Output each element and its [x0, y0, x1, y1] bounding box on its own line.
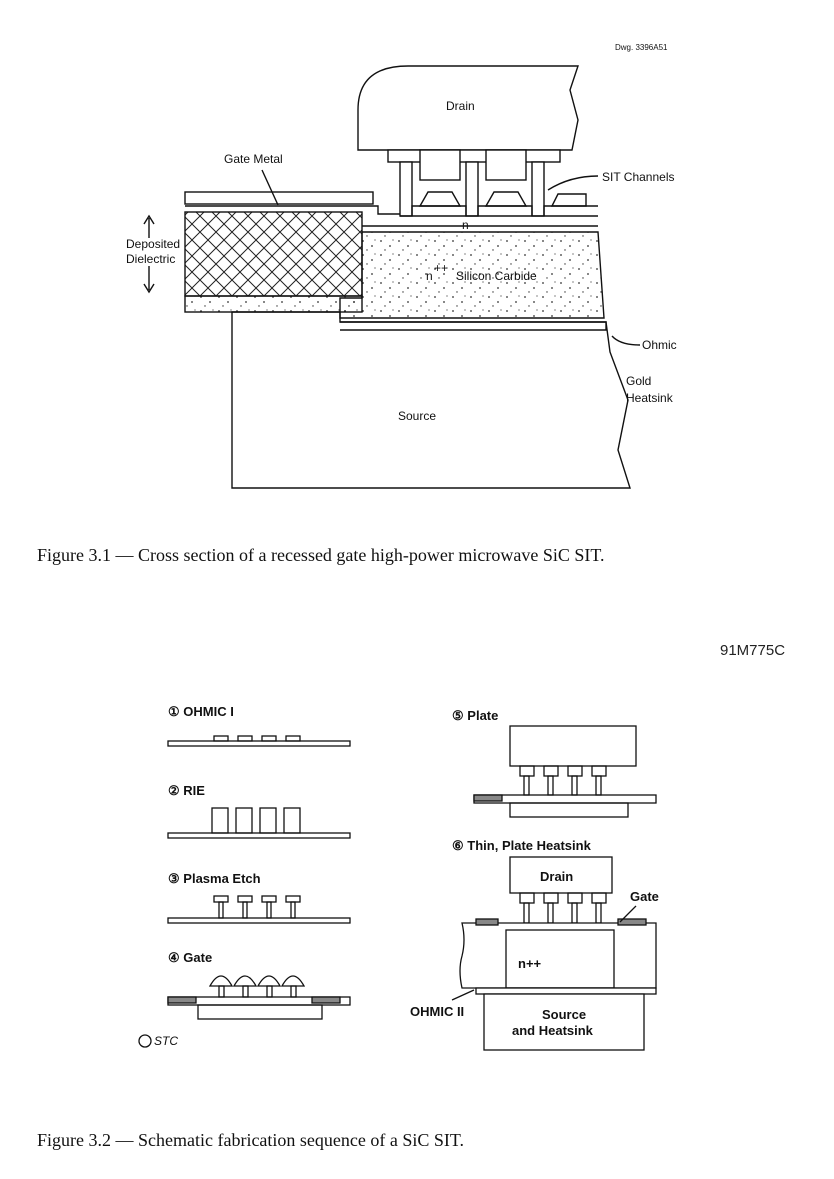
dielectric-label-line1: Deposited — [126, 237, 180, 251]
figure-3-1-diagram — [143, 65, 641, 489]
source-heatsink-line2: and Heatsink — [512, 1023, 594, 1038]
step-3-label: ③ Plasma Etch — [168, 871, 261, 886]
stc-logo-mark — [138, 1034, 152, 1048]
step-4-drawing — [167, 975, 351, 1020]
dielectric-label-line2: Dielectric — [126, 252, 175, 266]
step-6-drawing — [451, 856, 657, 1051]
deposited-dielectric — [184, 211, 363, 297]
ohmic-layer — [340, 321, 607, 331]
step-2-drawing — [167, 807, 351, 839]
ohmic-label: Ohmic — [642, 338, 677, 352]
figure-3-2-diagram — [138, 725, 657, 1051]
dielectric-arrow — [143, 214, 155, 294]
heatsink-label: Heatsink — [626, 391, 674, 405]
step-2-label: ② RIE — [168, 783, 205, 798]
silicon-carbide-label: Silicon Carbide — [456, 269, 537, 283]
dwg-number: Dwg. 3396A51 — [615, 43, 668, 52]
figure-3-1-labels: Dwg. 3396A51 Drain Gate Metal SIT Channe… — [126, 43, 677, 423]
figure-3-2-labels: ① OHMIC I ② RIE ③ Plasma Etch ④ Gate ⑤ P… — [154, 704, 659, 1048]
silicon-carbide-sup: ++ — [434, 261, 448, 275]
step-4-label: ④ Gate — [168, 950, 212, 965]
n-plus-plus-label: n++ — [518, 956, 542, 971]
stc-logo-text: STC — [154, 1034, 178, 1048]
drain-label-fig2: Drain — [540, 869, 573, 884]
n-label: n — [462, 218, 469, 232]
sit-channels-leader — [547, 175, 599, 191]
source-block — [231, 311, 631, 489]
silicon-carbide-prefix: n — [426, 269, 433, 283]
drain-label: Drain — [446, 99, 475, 113]
step-1-label: ① OHMIC I — [168, 704, 234, 719]
gate-metal — [184, 191, 400, 215]
figure-3-2-caption: Figure 3.2 — Schematic fabrication seque… — [37, 1130, 465, 1150]
step-5-label: ⑤ Plate — [452, 708, 498, 723]
gate-metal-label: Gate Metal — [224, 152, 283, 166]
figure-3-2-ref-number: 91M775C — [720, 642, 786, 659]
ohmic-leader — [611, 335, 641, 346]
ohmic-ii-label: OHMIC II — [410, 1004, 464, 1019]
step-6-label: ⑥ Thin, Plate Heatsink — [452, 838, 592, 853]
drain-block — [357, 65, 579, 163]
source-heatsink-line1: Source — [542, 1007, 586, 1022]
step-3-drawing — [167, 895, 351, 924]
gate-metal-leader — [261, 169, 279, 206]
sit-channels-label: SIT Channels — [602, 170, 675, 184]
figure-3-1-caption: Figure 3.1 — Cross section of a recessed… — [37, 545, 605, 565]
gate-label-fig2: Gate — [630, 889, 659, 904]
gold-label: Gold — [626, 374, 651, 388]
step-1-drawing — [167, 735, 351, 747]
dielectric-bottom-strip — [184, 295, 363, 313]
silicon-carbide-region — [339, 225, 605, 319]
source-label: Source — [398, 409, 436, 423]
sit-channel-pillars — [399, 149, 598, 217]
step-5-drawing — [473, 725, 657, 818]
